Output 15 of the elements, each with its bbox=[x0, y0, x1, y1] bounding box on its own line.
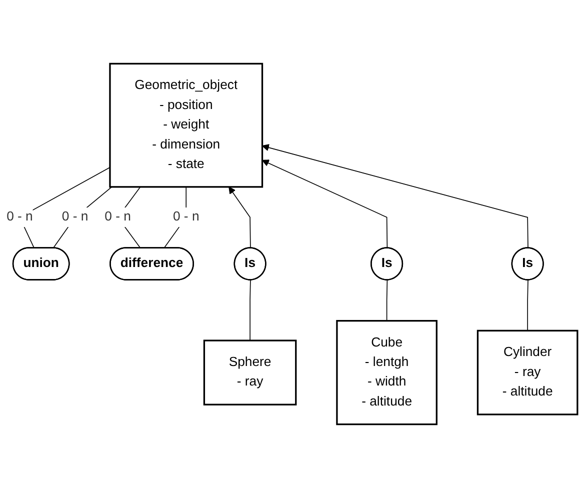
arrow bbox=[262, 144, 528, 249]
edge-label: 0 - n bbox=[62, 210, 88, 224]
edge-label: 0 - n bbox=[6, 210, 33, 224]
connector bbox=[52, 186, 112, 249]
connector bbox=[386, 280, 388, 322]
connector bbox=[527, 280, 528, 332]
edge-label: 0 - n bbox=[172, 210, 200, 224]
node-box: Geometric_object - position - weight - dimension - state bbox=[109, 62, 264, 188]
node-box: Cylinder - ray - altitude bbox=[476, 330, 578, 416]
edge-label: 0 - n bbox=[104, 210, 131, 224]
node-box: Sphere - ray bbox=[203, 340, 297, 406]
node-box: Cube - lentgh - width - altitude bbox=[336, 320, 438, 426]
arrow bbox=[228, 186, 251, 249]
arrow bbox=[262, 160, 388, 249]
connector bbox=[250, 280, 251, 341]
